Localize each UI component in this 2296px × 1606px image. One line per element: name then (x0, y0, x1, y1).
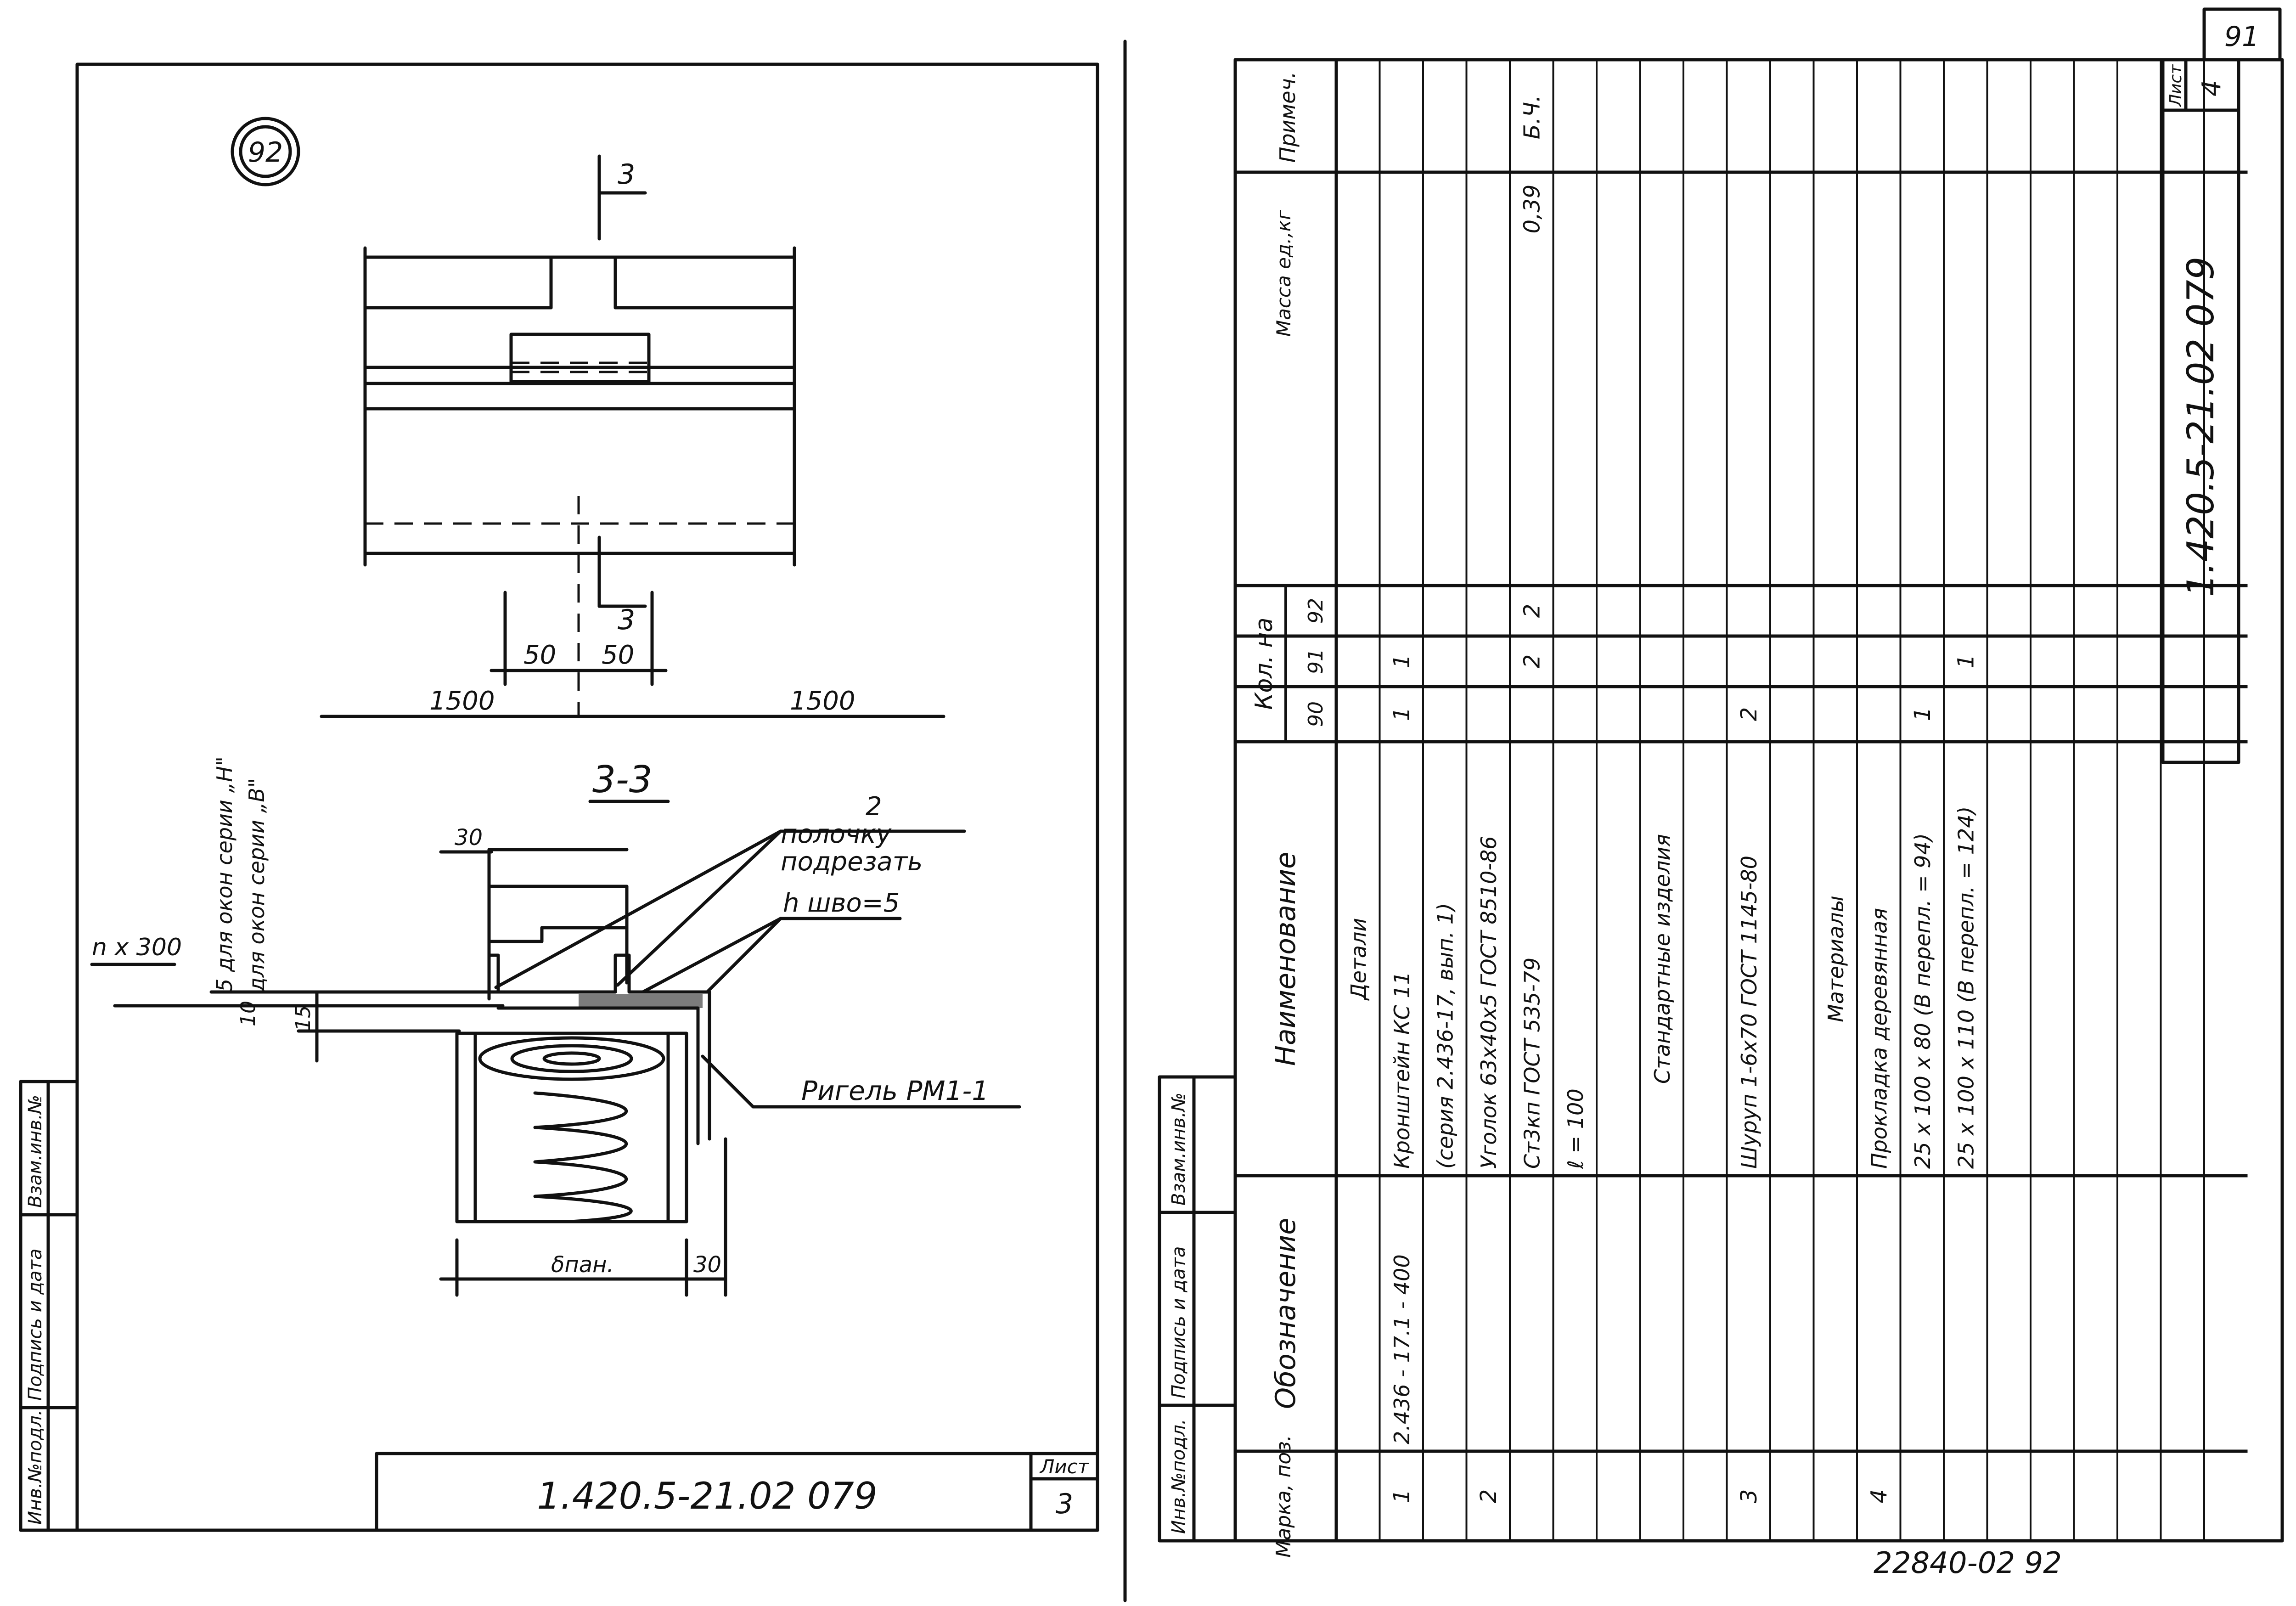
note-h-shvo: h шво=5 (783, 888, 900, 918)
right-stamp-podpis-data: Подпись и дата (1168, 1246, 1189, 1398)
header-qty-91: 91 (1304, 648, 1328, 674)
header-pos: Марка, поз. (1272, 1435, 1295, 1557)
dim-50-left: 50 (523, 640, 556, 670)
plan-view: 3 3 50 50 1500 1500 (320, 154, 945, 718)
cell-name: Стандартные изделия (1650, 834, 1675, 1084)
circle-label: 92 (248, 136, 283, 169)
dim-1500-left: 1500 (429, 686, 495, 716)
cell-qty-90: 1 (1389, 707, 1415, 721)
cell-name: 25 x 100 x 80 (В перепл. = 94) (1910, 833, 1935, 1169)
cell-name: Кронштейн КС 11 (1390, 971, 1414, 1169)
header-note: Примеч. (1275, 72, 1300, 163)
left-title-block: 1.420.5-21.02 079 Лист 3 (375, 1452, 1099, 1532)
section-title: 3-3 (592, 758, 653, 801)
note-rigel: Ригель РМ1-1 (801, 1075, 989, 1106)
stamp-inv-podl: Инв.№подл. (25, 1409, 46, 1525)
header-qty: Кол. на (1250, 618, 1278, 710)
cell-designation: 2.436 - 17.1 - 400 (1390, 1254, 1414, 1444)
note-2: 2 (866, 792, 882, 822)
cell-qty-91: 2 (1519, 654, 1545, 669)
cell-name: Уголок 63x40x5 ГОСТ 8510-86 (1476, 836, 1501, 1169)
cell-name: ℓ = 100 (1563, 1088, 1588, 1169)
section-mark-bottom: 3 (618, 604, 635, 636)
note-polochku: полочку (781, 819, 892, 849)
header-mass: Масса ед.,кг (1272, 209, 1295, 337)
detail-circle: 92 (231, 117, 300, 186)
dim-50-right: 50 (602, 640, 634, 670)
cell-note: Б.Ч. (1519, 95, 1545, 139)
right-stamp-vzam-inv: Взам.инв.№ (1168, 1093, 1189, 1206)
cell-qty-91: 1 (1389, 654, 1415, 669)
cell-name: Детали (1346, 918, 1371, 1001)
note-window-series-n: 5 для окон серии „Н" (212, 756, 237, 992)
cell-pos: 2 (1476, 1489, 1502, 1504)
right-sheet: 91 Инв.№подл. Подпись и дата Взам.инв.№ … (1158, 7, 2284, 1580)
left-side-stamp: Инв.№подл. Подпись и дата Взам.инв.№ (19, 1080, 79, 1532)
right-sheet-no: 4 (2197, 80, 2227, 96)
dim-15: 15 (292, 1005, 315, 1031)
section-mark-top: 3 (618, 158, 635, 191)
right-side-stamp: Инв.№подл. Подпись и дата Взам.инв.№ (1158, 1075, 1237, 1543)
cell-name: Прокладка деревянная (1867, 908, 1891, 1169)
left-doc-code: 1.420.5-21.02 079 (537, 1475, 877, 1517)
section-3-3: 3-3 30 δпан. 3 (90, 756, 1021, 1297)
cell-name: 25 x 100 x 110 (В перепл. = 124) (1953, 806, 1978, 1169)
cell-qty-92: 2 (1519, 604, 1545, 618)
cell-pos: 4 (1866, 1489, 1892, 1504)
archive-number: 22840-02 92 (1874, 1546, 2062, 1580)
corner-sheet-number: 91 (2224, 21, 2259, 53)
cell-qty-90: 2 (1736, 707, 1762, 721)
cell-pos: 3 (1736, 1489, 1762, 1504)
left-sheet-label: Лист (1039, 1455, 1090, 1478)
cell-mass: 0,39 (1519, 185, 1545, 234)
left-sheet: Инв.№подл. Подпись и дата Взам.инв.№ 92 (19, 62, 1099, 1532)
note-n-x-300: n x 300 (92, 934, 182, 961)
stamp-vzam-inv: Взам.инв.№ (25, 1095, 46, 1208)
right-stamp-inv-podl: Инв.№подл. (1168, 1419, 1189, 1534)
spec-table: Марка, поз. Обозначение Наименование Кол. н… (1235, 58, 2248, 1558)
dim-30-bottom: 30 (693, 1252, 721, 1278)
stamp-podpis-data: Подпись и дата (25, 1249, 46, 1401)
dim-10: 10 (236, 1001, 260, 1026)
header-qty-92: 92 (1304, 598, 1328, 624)
header-name: Наименование (1270, 852, 1302, 1066)
cell-pos: 1 (1389, 1489, 1415, 1504)
left-sheet-no: 3 (1056, 1488, 1073, 1520)
dim-30-top: 30 (455, 825, 483, 851)
cell-name: Шуруп 1-6x70 ГОСТ 1145-80 (1737, 856, 1761, 1169)
header-qty-90: 90 (1304, 701, 1328, 727)
right-title-block: Лист 4 1.420.5-21.02 079 (2161, 58, 2240, 764)
cell-qty-90: 1 (1910, 707, 1936, 721)
note-window-series-v: для окон серии „В" (244, 778, 269, 992)
dim-1500-right: 1500 (790, 686, 855, 716)
cell-name: (серия 2.436-17, вып. 1) (1433, 903, 1458, 1169)
right-doc-code: 1.420.5-21.02 079 (2179, 257, 2222, 597)
right-sheet-label: Лист (2167, 64, 2185, 107)
cell-qty-91: 1 (1953, 654, 1979, 669)
note-podrezat: подрезать (781, 847, 923, 877)
cell-name: Ст3кп ГОСТ 535-79 (1519, 958, 1544, 1169)
dim-b-pan: δпан. (551, 1252, 614, 1278)
header-designation: Обозначение (1270, 1218, 1302, 1409)
cell-name: Материалы (1823, 896, 1848, 1022)
